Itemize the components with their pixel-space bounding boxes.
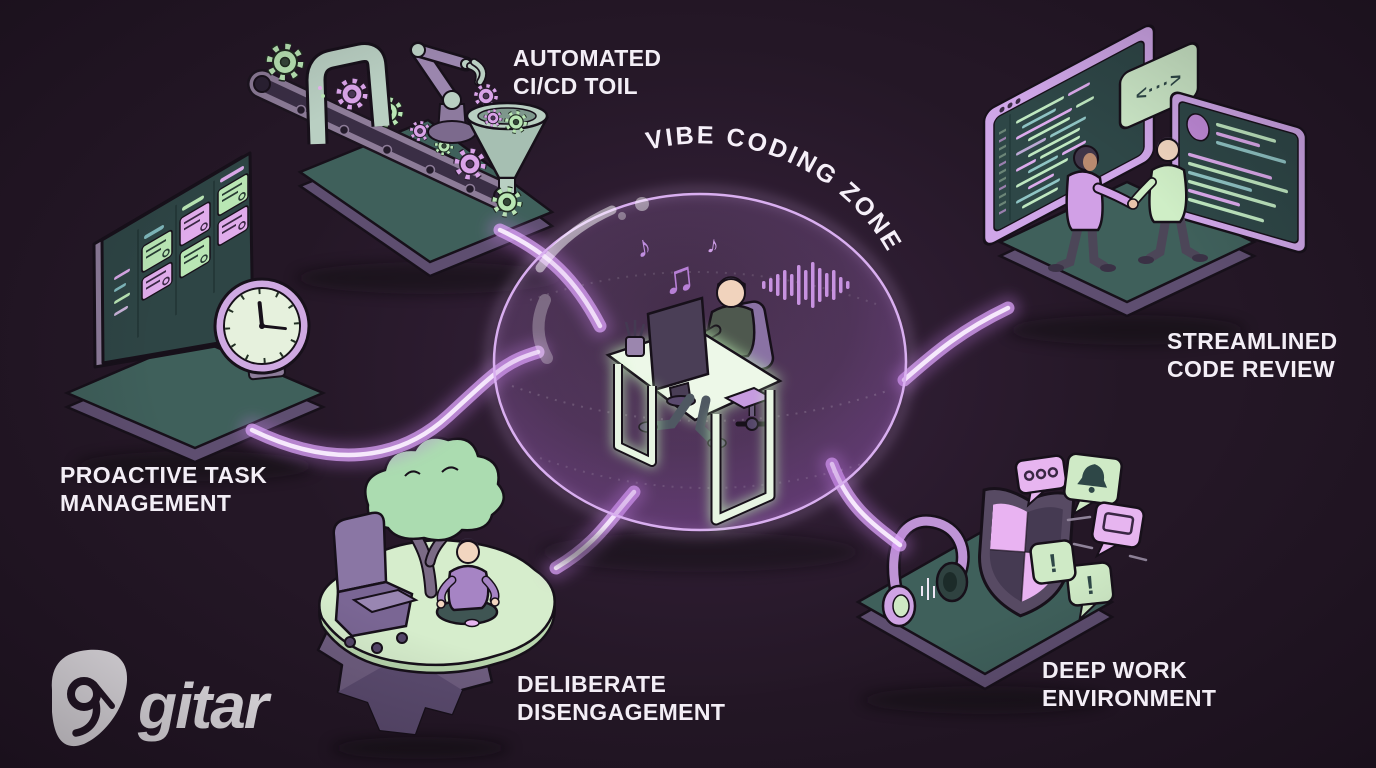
kanban-card xyxy=(217,205,249,247)
label-line: MANAGEMENT xyxy=(60,490,232,516)
handshake-figures xyxy=(1048,137,1208,272)
notification-dots-bubble-icon xyxy=(1014,454,1068,508)
kanban-board xyxy=(92,151,255,369)
tube-review xyxy=(891,295,1021,393)
label-line: DISENGAGEMENT xyxy=(517,699,726,725)
label-cicd: AUTOMATED CI/CD TOIL xyxy=(513,44,661,100)
funnel-icon xyxy=(464,101,550,195)
pen-cup xyxy=(624,320,646,357)
label-tasks: PROACTIVE TASK MANAGEMENT xyxy=(60,461,267,517)
bubble-highlight xyxy=(535,205,617,273)
kanban-card xyxy=(141,229,173,273)
notification-chat-icon xyxy=(1091,501,1145,559)
music-note-icon: ♪ xyxy=(633,230,654,265)
kanban-card xyxy=(217,173,249,217)
label-line: CODE REVIEW xyxy=(1167,356,1335,382)
conveyor-gate xyxy=(305,42,393,145)
exclamation-glyph: ! xyxy=(1047,548,1059,579)
soundwave-icon xyxy=(762,262,850,308)
tree-icon xyxy=(364,436,505,599)
exclamation-glyph: ! xyxy=(1084,570,1096,601)
platform-shadow xyxy=(860,686,1110,714)
deep-work-scene: ! ! xyxy=(855,452,1148,714)
kanban-card xyxy=(179,235,211,279)
handshake-hands xyxy=(1127,198,1139,210)
label-line: AUTOMATED xyxy=(513,45,662,71)
deflection-dashes xyxy=(1066,515,1148,562)
bubble-shadow xyxy=(540,532,860,572)
pick-icon xyxy=(51,649,128,747)
label-disengage: DELIBERATE DISENGAGEMENT xyxy=(517,670,725,726)
label-line: DELIBERATE xyxy=(517,671,667,697)
desk-legs xyxy=(613,364,776,526)
label-line: DEEP WORK xyxy=(1042,657,1188,683)
label-line: CI/CD TOIL xyxy=(513,73,638,99)
platform-shadow xyxy=(1007,315,1247,345)
task-management-scene xyxy=(63,151,327,481)
armchair-icon xyxy=(332,511,419,654)
disengagement-scene xyxy=(316,436,556,759)
notification-bell-icon xyxy=(1063,452,1123,517)
coder-scene: ♪ ♫ ♪ xyxy=(605,230,850,526)
gear-icon xyxy=(270,47,300,77)
meditating-person xyxy=(435,538,500,628)
label-line: STREAMLINED xyxy=(1167,328,1338,354)
kanban-card xyxy=(141,261,173,301)
review-comment-panel xyxy=(1169,91,1308,254)
platform-shadow xyxy=(295,262,565,294)
label-review: STREAMLINED CODE REVIEW xyxy=(1167,327,1338,383)
kanban-card xyxy=(179,201,211,247)
code-review-scene: <···> xyxy=(982,24,1308,345)
label-line: ENVIRONMENT xyxy=(1042,685,1217,711)
label-deepwork: DEEP WORK ENVIRONMENT xyxy=(1042,656,1216,712)
platform-shadow xyxy=(75,451,315,481)
conveyor-belt xyxy=(247,69,517,211)
bubble-highlight-dot xyxy=(635,197,649,211)
gitar-logo: gitar xyxy=(51,649,274,747)
music-note-icon: ♫ xyxy=(660,252,698,304)
code-editor-panel xyxy=(982,24,1156,246)
clock-icon xyxy=(213,277,311,381)
music-note-icon: ♪ xyxy=(705,231,721,259)
island-shadow xyxy=(330,737,510,759)
logo-wordmark: gitar xyxy=(137,670,272,742)
notification-alert-icon: ! xyxy=(1029,539,1077,585)
gear-icon xyxy=(339,81,365,107)
label-line: PROACTIVE TASK xyxy=(60,462,268,488)
robot-arm-icon xyxy=(409,41,487,144)
avatar xyxy=(1186,113,1210,142)
notification-alert-icon: ! xyxy=(1065,561,1115,623)
headphones-icon xyxy=(881,514,970,628)
person-figure xyxy=(1127,137,1208,264)
